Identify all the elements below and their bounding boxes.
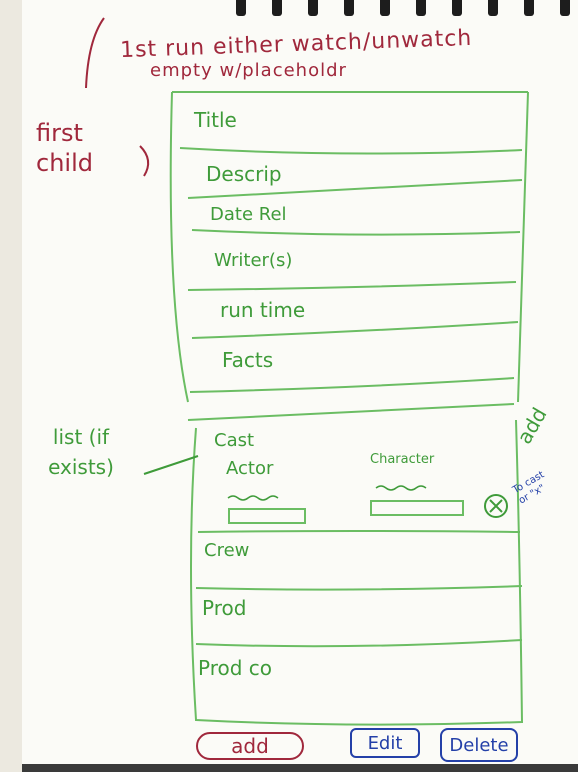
- field-description: Descrip: [206, 162, 282, 186]
- section-crew: Crew: [204, 540, 250, 561]
- note-top-line2: empty w/placeholdr: [150, 60, 347, 81]
- field-run-time: run time: [220, 298, 306, 322]
- squiggle: [375, 485, 427, 491]
- divider-line: [191, 321, 519, 339]
- field-facts: Facts: [222, 348, 274, 372]
- field-writers: Writer(s): [214, 250, 293, 271]
- divider-line: [179, 147, 523, 155]
- delete-button[interactable]: Delete: [440, 728, 518, 762]
- notebook-page: [22, 0, 578, 772]
- note-list-if-exists: list (if exists): [48, 425, 114, 479]
- spiral-binding: [22, 0, 578, 20]
- divider-line: [187, 281, 517, 291]
- character-label: Character: [370, 452, 435, 467]
- bracket-stroke: [85, 17, 105, 89]
- list-container: [190, 419, 524, 726]
- section-prod-co: Prod co: [198, 656, 273, 680]
- edit-button[interactable]: Edit: [350, 728, 420, 758]
- remove-x-icon: [489, 499, 503, 513]
- section-prod: Prod: [202, 596, 247, 620]
- remove-cast-button[interactable]: [484, 494, 508, 518]
- divider-line: [187, 403, 515, 421]
- character-input[interactable]: [370, 500, 464, 516]
- divider-line: [195, 639, 523, 648]
- actor-input[interactable]: [228, 508, 306, 524]
- squiggle: [227, 495, 279, 501]
- actor-label: Actor: [226, 458, 274, 479]
- divider-line: [191, 229, 521, 236]
- page-edge: [0, 0, 22, 772]
- divider-line: [189, 377, 515, 393]
- field-date-released: Date Rel: [210, 204, 287, 225]
- form-right-edge: [517, 91, 529, 403]
- divider-line: [195, 585, 523, 591]
- add-button[interactable]: add: [196, 732, 304, 760]
- divider-line: [187, 179, 523, 199]
- field-title: Title: [194, 108, 237, 132]
- pointer-line: [143, 455, 199, 475]
- form-left-edge: [169, 91, 189, 403]
- cast-heading: Cast: [214, 430, 255, 451]
- divider-line: [197, 530, 521, 533]
- note-first-child: first child: [36, 119, 93, 177]
- page-bottom-edge: [22, 764, 578, 772]
- remove-circle-icon: [484, 494, 508, 518]
